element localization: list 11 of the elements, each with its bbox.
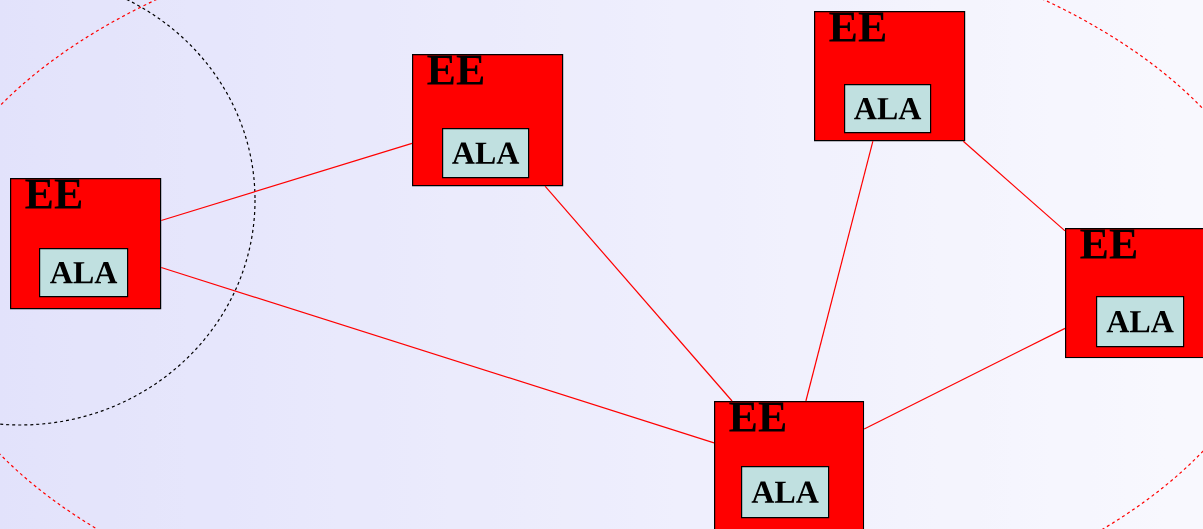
- connector-line: [160, 266, 715, 444]
- label-box: ALA: [442, 128, 530, 179]
- label-box: ALA: [844, 84, 932, 134]
- label-box: ALA: [39, 248, 129, 298]
- connector-line: [805, 140, 874, 402]
- connector-line: [863, 327, 1066, 430]
- connector-line: [962, 140, 1066, 232]
- label-box: ALA: [1096, 296, 1185, 348]
- label-box: ALA: [741, 466, 830, 519]
- connector-line: [544, 185, 733, 402]
- connector-line: [160, 142, 413, 222]
